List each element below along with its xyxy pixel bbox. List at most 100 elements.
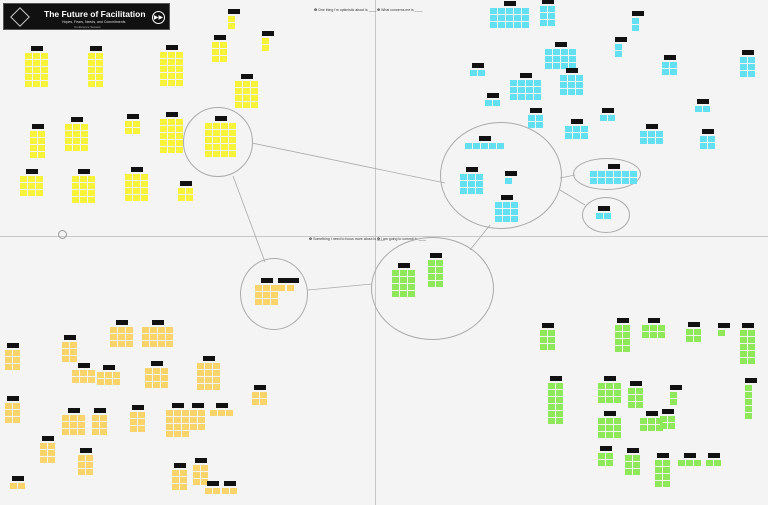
sticky-note[interactable] xyxy=(526,80,533,86)
cluster-header[interactable] xyxy=(180,181,192,186)
sticky-note[interactable] xyxy=(38,131,45,137)
sticky-note[interactable] xyxy=(561,63,568,69)
sticky-note[interactable] xyxy=(565,133,572,139)
sticky-note[interactable] xyxy=(604,213,611,219)
cluster-header[interactable] xyxy=(31,46,43,51)
sticky-note[interactable] xyxy=(748,71,755,77)
sticky-note[interactable] xyxy=(133,121,140,127)
cluster-header[interactable] xyxy=(80,448,92,453)
sticky-note[interactable] xyxy=(255,292,262,298)
sticky-note[interactable] xyxy=(168,59,175,65)
cluster-header[interactable] xyxy=(152,320,164,325)
sticky-note[interactable] xyxy=(436,274,443,280)
sticky-note[interactable] xyxy=(30,152,37,158)
cluster-header[interactable] xyxy=(487,93,499,98)
sticky-note[interactable] xyxy=(596,213,603,219)
sticky-note[interactable] xyxy=(481,143,488,149)
sticky-note[interactable] xyxy=(255,285,262,291)
sticky-note[interactable] xyxy=(133,128,140,134)
sticky-note[interactable] xyxy=(655,460,662,466)
sticky-note[interactable] xyxy=(126,334,133,340)
sticky-note[interactable] xyxy=(278,285,285,291)
sticky-note[interactable] xyxy=(534,94,541,100)
sticky-note[interactable] xyxy=(408,291,415,297)
sticky-note[interactable] xyxy=(153,368,160,374)
sticky-note[interactable] xyxy=(158,327,165,333)
sticky-note[interactable] xyxy=(648,418,655,424)
sticky-note[interactable] xyxy=(548,404,555,410)
sticky-note[interactable] xyxy=(182,424,189,430)
sticky-note[interactable] xyxy=(622,171,629,177)
sticky-note[interactable] xyxy=(556,404,563,410)
sticky-note[interactable] xyxy=(70,415,77,421)
sticky-note[interactable] xyxy=(476,188,483,194)
sticky-note[interactable] xyxy=(5,364,12,370)
sticky-note[interactable] xyxy=(193,472,200,478)
cluster-header[interactable] xyxy=(598,206,610,211)
sticky-note[interactable] xyxy=(145,368,152,374)
sticky-note[interactable] xyxy=(506,22,513,28)
sticky-note[interactable] xyxy=(545,56,552,62)
sticky-note[interactable] xyxy=(40,457,47,463)
sticky-note[interactable] xyxy=(205,137,212,143)
sticky-note[interactable] xyxy=(428,267,435,273)
sticky-note[interactable] xyxy=(125,195,132,201)
sticky-note[interactable] xyxy=(176,59,183,65)
sticky-note[interactable] xyxy=(190,410,197,416)
cluster-header[interactable] xyxy=(398,263,410,268)
sticky-note[interactable] xyxy=(174,431,181,437)
sticky-note[interactable] xyxy=(160,73,167,79)
sticky-note[interactable] xyxy=(623,346,630,352)
cluster-header[interactable] xyxy=(571,119,583,124)
sticky-note[interactable] xyxy=(113,379,120,385)
sticky-note[interactable] xyxy=(260,399,267,405)
sticky-note[interactable] xyxy=(640,425,647,431)
sticky-note[interactable] xyxy=(212,42,219,48)
cluster-header[interactable] xyxy=(608,164,620,169)
sticky-note[interactable] xyxy=(392,284,399,290)
sticky-note[interactable] xyxy=(548,20,555,26)
cluster-header[interactable] xyxy=(207,481,219,486)
sticky-note[interactable] xyxy=(243,88,250,94)
sticky-note[interactable] xyxy=(640,418,647,424)
sticky-note[interactable] xyxy=(263,285,270,291)
sticky-note[interactable] xyxy=(198,424,205,430)
sticky-note[interactable] xyxy=(615,332,622,338)
sticky-note[interactable] xyxy=(636,395,643,401)
sticky-note[interactable] xyxy=(141,181,148,187)
sticky-note[interactable] xyxy=(41,67,48,73)
sticky-note[interactable] xyxy=(548,390,555,396)
sticky-note[interactable] xyxy=(205,130,212,136)
sticky-note[interactable] xyxy=(708,143,715,149)
sticky-note[interactable] xyxy=(548,337,555,343)
sticky-note[interactable] xyxy=(606,390,613,396)
sticky-note[interactable] xyxy=(158,341,165,347)
sticky-note[interactable] xyxy=(160,80,167,86)
cluster-header[interactable] xyxy=(127,114,139,119)
sticky-note[interactable] xyxy=(548,6,555,12)
sticky-note[interactable] xyxy=(176,126,183,132)
cluster-header[interactable] xyxy=(670,385,682,390)
sticky-note[interactable] xyxy=(5,417,12,423)
sticky-note[interactable] xyxy=(205,488,212,494)
cluster-header[interactable] xyxy=(530,108,542,113)
sticky-note[interactable] xyxy=(176,52,183,58)
sticky-note[interactable] xyxy=(686,460,693,466)
sticky-note[interactable] xyxy=(166,341,173,347)
cluster-header[interactable] xyxy=(12,476,24,481)
sticky-note[interactable] xyxy=(642,325,649,331)
sticky-note[interactable] xyxy=(182,410,189,416)
sticky-note[interactable] xyxy=(180,477,187,483)
sticky-note[interactable] xyxy=(160,147,167,153)
sticky-note[interactable] xyxy=(160,140,167,146)
sticky-note[interactable] xyxy=(468,174,475,180)
sticky-note[interactable] xyxy=(28,190,35,196)
sticky-note[interactable] xyxy=(553,49,560,55)
sticky-note[interactable] xyxy=(105,372,112,378)
cluster-header[interactable] xyxy=(646,411,658,416)
sticky-note[interactable] xyxy=(569,63,576,69)
sticky-note[interactable] xyxy=(590,178,597,184)
sticky-note[interactable] xyxy=(495,202,502,208)
sticky-note[interactable] xyxy=(503,209,510,215)
sticky-note[interactable] xyxy=(263,292,270,298)
